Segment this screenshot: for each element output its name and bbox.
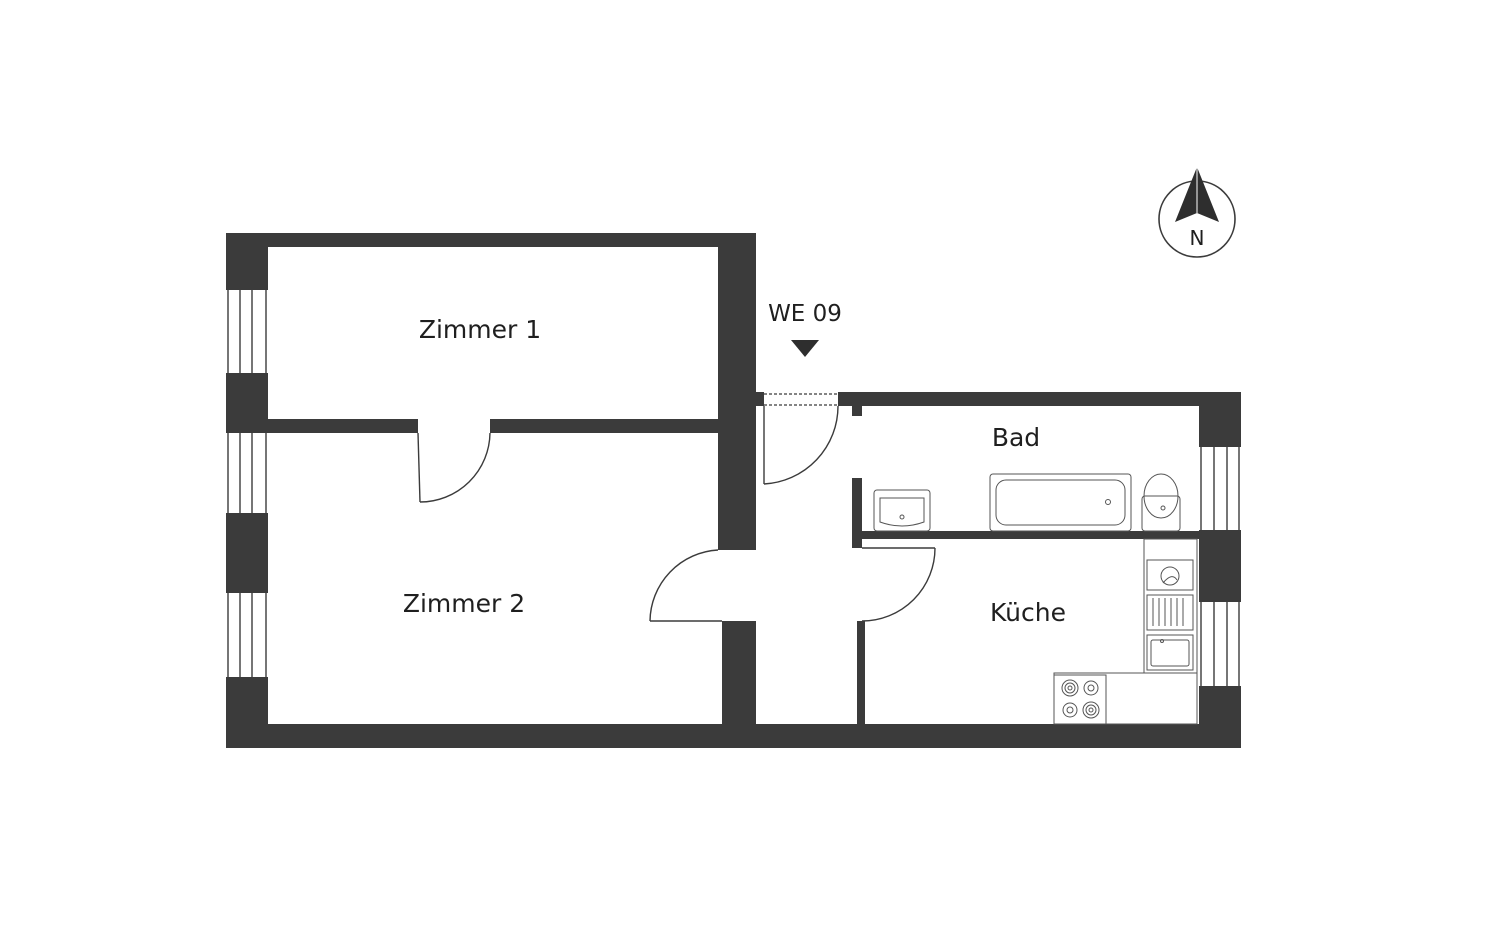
room-label-zimmer2: Zimmer 2: [403, 589, 525, 618]
washbasin-icon: [873, 489, 931, 532]
kitchen-fixtures: [1053, 538, 1198, 725]
door-zimmer2: [649, 549, 722, 622]
room-label-bad: Bad: [992, 423, 1040, 452]
room-label-kueche: Küche: [990, 598, 1066, 627]
exterior-walls: [226, 233, 1241, 748]
room-label-zimmer1: Zimmer 1: [419, 315, 541, 344]
north-compass: N: [1158, 167, 1236, 258]
windows: [227, 290, 1240, 686]
faucet-icon: [1146, 559, 1194, 591]
interior-walls: [268, 406, 1199, 731]
entrance-arrow-icon: [791, 340, 819, 357]
door-zimmer1: [417, 432, 491, 503]
window-left-3: [227, 593, 267, 677]
window-left-1: [227, 290, 267, 373]
bathtub-icon: [989, 473, 1132, 532]
window-right-kitchen: [1200, 602, 1240, 686]
window-right-bath: [1200, 447, 1240, 530]
toilet-icon: [1141, 473, 1181, 532]
entrance-door: [763, 393, 839, 485]
unit-label: WE 09: [768, 301, 842, 327]
window-left-2: [227, 433, 267, 513]
bathroom-fixtures: [873, 473, 1181, 532]
door-kueche: [861, 547, 936, 622]
stove-icon: [1053, 674, 1107, 725]
compass-label: N: [1190, 226, 1205, 250]
doors: [417, 393, 936, 622]
sink-basin-icon: [1146, 634, 1194, 671]
sink-drainboard-icon: [1146, 594, 1194, 631]
unit-entrance-marker: WE 09: [768, 301, 842, 357]
